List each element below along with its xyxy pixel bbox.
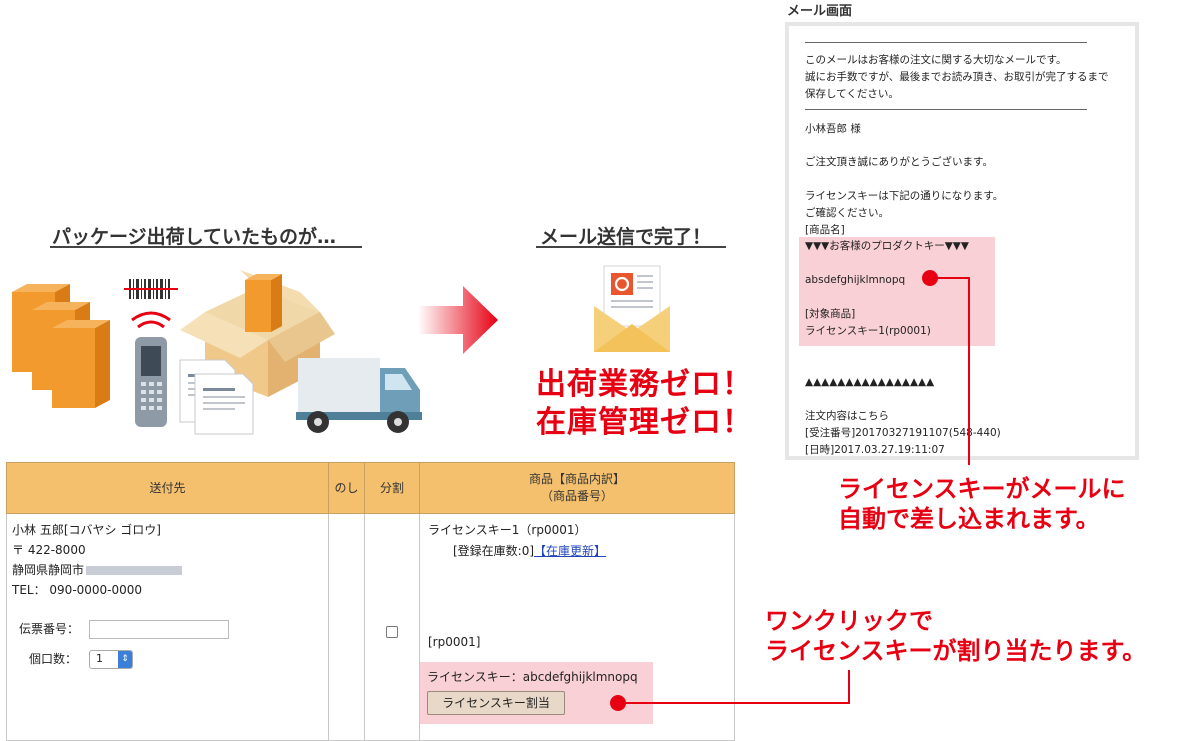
mail-order-number: [受注番号]20170327191107(548-440) — [805, 427, 1001, 439]
product-code: [rp0001] — [428, 635, 481, 649]
table-header-row: 送付先 のし 分割 商品【商品内訳】 （商品番号） — [6, 462, 735, 514]
slip-number-input[interactable] — [89, 620, 229, 639]
delivery-truck-icon — [296, 358, 422, 433]
order-table: 送付先 のし 分割 商品【商品内訳】 （商品番号） 小林 五郎[コバヤシ ゴロウ… — [6, 462, 735, 741]
callout-connector — [618, 702, 850, 704]
callout-connector — [930, 277, 970, 279]
select-arrows-icon: ⇕ — [118, 651, 132, 668]
slip-number-label: 伝票番号： — [19, 622, 80, 636]
column-header-destination: 送付先 — [6, 462, 329, 514]
barcode-icon — [124, 277, 178, 301]
product-header-label: 商品【商品内訳】 — [528, 472, 625, 486]
wireless-signal-icon — [131, 311, 171, 329]
column-header-split: 分割 — [364, 462, 420, 514]
mail-notice-line: 誠にお手数ですが、最後までお読み頂き、お取引が完了するまで — [805, 71, 1109, 83]
zero-shipping-text: 出荷業務ゼロ！ — [536, 367, 753, 402]
software-box-icon — [52, 320, 110, 408]
middle-headline-underline — [536, 246, 726, 248]
product-header-sub: （商品番号） — [540, 489, 613, 503]
split-checkbox[interactable] — [386, 626, 398, 638]
license-key-value: ライセンスキー：abcdefghijklmnopq — [427, 670, 638, 684]
mail-order-date: [日時]2017.03.27.19:11:07 — [805, 444, 945, 456]
mail-thanks: ご注文頂き誠にありがとうございます。 — [805, 156, 993, 168]
mail-divider — [805, 109, 1087, 110]
middle-headline: メール送信で完了！ — [540, 226, 712, 248]
mail-customer-name: 小林吾郎 様 — [805, 123, 861, 135]
mail-order-link: 注文内容はこちら — [805, 410, 889, 422]
mail-key-value: absdefghijklmnopq — [805, 274, 906, 286]
stock-info: [登録在庫数:0]【在庫更新】 — [453, 541, 606, 561]
callout-connector — [848, 670, 850, 704]
arrow-right-icon — [418, 286, 498, 354]
recipient-tel: TEL： 090-0000-0000 — [12, 583, 143, 597]
noshi-cell — [328, 513, 365, 741]
stock-update-link[interactable]: 【在庫更新】 — [534, 544, 607, 558]
one-click-callout-line: ライセンスキーが割り当たります。 — [765, 637, 1147, 665]
callout-connector — [968, 277, 970, 465]
column-header-product: 商品【商品内訳】 （商品番号） — [419, 462, 735, 514]
document-icon — [194, 373, 254, 435]
mail-intro-line: ご確認ください。 — [805, 207, 889, 219]
license-highlight: ライセンスキー：abcdefghijklmnopq ライセンスキー割当 — [420, 662, 653, 724]
destination-cell: 小林 五郎[コバヤシ ゴロウ] 〒 422-8000 静岡県静岡市 TEL： 0… — [6, 513, 329, 741]
recipient-zip: 〒 422-8000 — [12, 543, 86, 557]
table-row: 小林 五郎[コバヤシ ゴロウ] 〒 422-8000 静岡県静岡市 TEL： 0… — [6, 513, 735, 741]
mail-key-header: ▼▼▼お客様のプロダクトキー▼▼▼ — [805, 240, 969, 252]
mail-panel-title: メール画面 — [787, 4, 853, 19]
product-name: ライセンスキー1（rp0001） — [428, 523, 587, 537]
stock-count: [登録在庫数:0] — [453, 544, 535, 558]
mail-notice-line: このメールはお客様の注文に関する大切なメールです。 — [805, 54, 1067, 66]
mail-footer-marks: ▲▲▲▲▲▲▲▲▲▲▲▲▲▲▲▲ — [805, 376, 935, 388]
assign-license-button[interactable]: ライセンスキー割当 — [427, 691, 565, 715]
mail-target-value: ライセンスキー1(rp0001) — [805, 325, 931, 337]
mail-preview-panel: このメールはお客様の注文に関する大切なメールです。 誠にお手数ですが、最後までお… — [785, 22, 1139, 460]
mail-notice-line: 保存してください。 — [805, 88, 899, 100]
mail-key-highlight: ▼▼▼お客様のプロダクトキー▼▼▼ absdefghijklmnopq [対象商… — [799, 237, 995, 346]
recipient-name: 小林 五郎[コバヤシ ゴロウ] — [12, 523, 161, 537]
mail-intro-line: ライセンスキーは下記の通りになります。 — [805, 190, 1004, 202]
package-count-value: 1 — [96, 652, 103, 665]
mail-auto-callout-line: ライセンスキーがメールに — [838, 475, 1126, 503]
mail-target-label: [対象商品] — [805, 308, 856, 320]
package-shipping-illustration — [12, 270, 422, 435]
product-cell: ライセンスキー1（rp0001） [登録在庫数:0]【在庫更新】 [rp0001… — [419, 513, 735, 741]
column-header-noshi: のし — [328, 462, 365, 514]
recipient-address-prefix: 静岡県静岡市 — [12, 563, 85, 577]
left-headline-underline — [50, 246, 362, 248]
left-headline: パッケージ出荷していたものが… — [52, 226, 337, 248]
mail-auto-callout-line: 自動で差し込まれます。 — [838, 505, 1100, 533]
one-click-callout-line: ワンクリックで — [765, 607, 933, 635]
recipient-address: 静岡県静岡市 — [12, 560, 183, 580]
mail-intro-line: [商品名] — [805, 224, 845, 236]
package-count-select[interactable]: 1 ⇕ — [89, 650, 133, 669]
split-cell — [364, 513, 420, 741]
zero-inventory-text: 在庫管理ゼロ！ — [536, 405, 753, 440]
package-count-label: 個口数： — [29, 652, 78, 666]
mail-divider — [805, 42, 1087, 43]
address-redacted — [86, 566, 183, 575]
email-envelope-icon — [594, 265, 670, 352]
handheld-scanner-icon — [135, 337, 167, 427]
